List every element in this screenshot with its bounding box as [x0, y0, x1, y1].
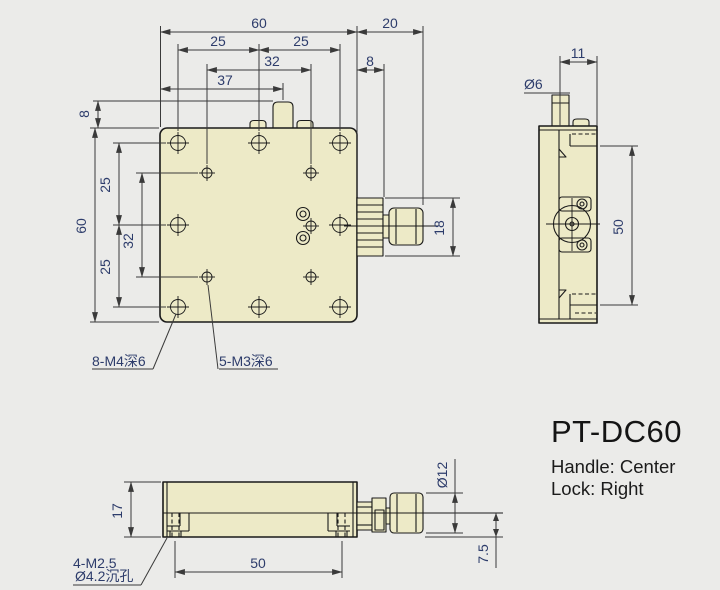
dim-knob-diameter-18: 18 [431, 220, 447, 236]
dim-hole-span-left: 25 [210, 33, 226, 49]
dim-knurl-length: 8 [366, 53, 374, 69]
dim-knob-diameter-12: Ø12 [434, 462, 450, 489]
dim-total-height: 60 [73, 218, 89, 234]
stage-plate [159, 127, 358, 323]
dim-post-height: 8 [76, 110, 92, 118]
dim-body-width: 11 [571, 45, 586, 61]
dim-total-width: 60 [251, 15, 267, 31]
dim-hole-spacing: 50 [250, 555, 266, 571]
bottom-hole-label: 4-M2.5 Ø4.2沉孔 [73, 537, 168, 586]
dim-m3-span-h: 32 [264, 53, 280, 69]
side-view: 11 Ø6 50 [524, 45, 638, 324]
dim-travel-length: 50 [610, 219, 626, 235]
side-bump [572, 118, 590, 127]
bracket-top [558, 196, 592, 212]
bottom-dimensions: 17 50 Ø12 7.5 [109, 462, 499, 575]
label-base-holes-line1: 4-M2.5 [73, 555, 117, 571]
model-number: PT-DC60 [551, 414, 682, 449]
lock-block-window [374, 509, 385, 531]
label-m3-holes: 5-M3深6 [219, 353, 273, 369]
lock-knob [388, 207, 424, 246]
front-view: 60 20 25 25 32 8 37 8 60 25 32 25 18 [73, 15, 460, 370]
handle-position: Handle: Center [551, 456, 675, 477]
dim-m3-span-v: 32 [120, 233, 136, 249]
shaft-housing [356, 501, 373, 531]
label-base-holes-line2: Ø4.2沉孔 [75, 568, 133, 584]
bottom-body [162, 481, 358, 538]
mount-hole-left [167, 513, 190, 537]
knob-neck [382, 214, 390, 239]
screw-bump-right [296, 119, 314, 129]
front-view-body [159, 101, 438, 323]
bottom-view-body [162, 481, 503, 538]
m4-holes [167, 132, 351, 318]
mount-hole-right [327, 513, 350, 537]
side-step-bottom [569, 293, 597, 319]
screw-bump-left [249, 119, 267, 129]
m3-holes [199, 165, 319, 285]
side-body [538, 125, 598, 324]
side-step-top [569, 133, 597, 147]
notch-top [558, 148, 567, 158]
dim-hole-span-upper: 25 [97, 177, 113, 193]
dim-hole-span-right: 25 [293, 33, 309, 49]
notch-bottom [558, 289, 567, 299]
lock-screws [295, 206, 311, 246]
micrometer-post [272, 101, 294, 129]
dim-knob-offset: 20 [382, 15, 398, 31]
bracket-bottom [558, 237, 592, 253]
dim-height: 17 [109, 503, 125, 519]
handle-mechanism [546, 196, 600, 253]
bottom-view: 17 50 Ø12 7.5 4-M2.5 Ø4.2沉孔 [73, 459, 503, 586]
side-view-body [538, 94, 600, 324]
dim-knob-center-height: 7.5 [475, 544, 491, 564]
front-dimensions: 60 20 25 25 32 8 37 8 60 25 32 25 18 [73, 15, 456, 323]
dim-hole-span-lower: 25 [97, 259, 113, 275]
lock-position: Lock: Right [551, 478, 644, 499]
dim-post-diameter: Ø6 [524, 76, 543, 92]
title-block: PT-DC60 Handle: Center Lock: Right [551, 414, 682, 499]
side-dimensions: 11 Ø6 50 [524, 45, 635, 306]
dim-post-offset: 37 [217, 72, 233, 88]
label-m4-holes: 8-M4深6 [92, 353, 146, 369]
front-hole-labels: 8-M4深6 5-M3深6 [92, 284, 278, 370]
bottom-knob-neck [385, 507, 391, 525]
